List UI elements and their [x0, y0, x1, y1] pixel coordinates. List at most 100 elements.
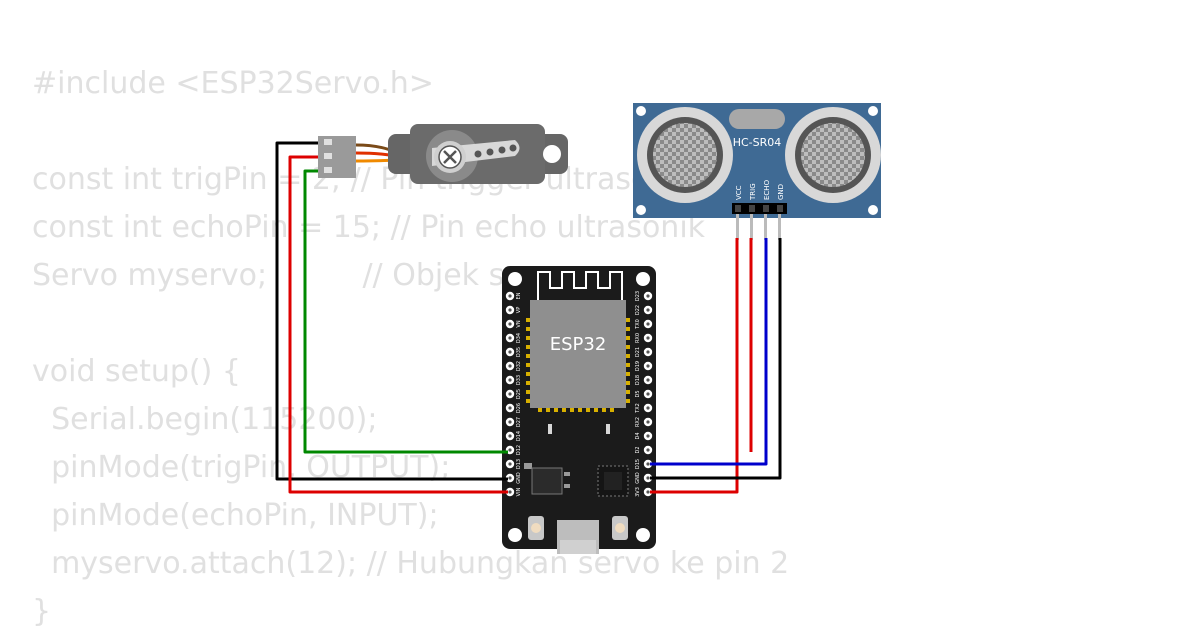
crystal-oscillator: [729, 109, 785, 129]
module-pad: [526, 336, 530, 340]
pin-hole: [646, 322, 650, 326]
module-pad: [526, 381, 530, 385]
smd-component: [606, 424, 610, 434]
esp32-pin-label: VN: [516, 320, 522, 327]
wire-sensor-vcc[interactable]: [650, 238, 739, 494]
sensor-pin[interactable]: [736, 214, 739, 240]
module-pad: [626, 399, 630, 403]
esp32-pin-label: D25: [516, 389, 522, 399]
sensor-pin[interactable]: [778, 214, 781, 240]
module-pad: [570, 408, 574, 412]
pin-hole: [646, 448, 650, 452]
esp32-pin-label: D13: [516, 459, 522, 469]
module-pad: [526, 354, 530, 358]
pin-hole: [646, 364, 650, 368]
pin-label: ECHO: [763, 179, 771, 200]
esp32-pin-label: D12: [516, 445, 522, 455]
wire-servo-vin[interactable]: [288, 155, 508, 494]
module-pad: [526, 399, 530, 403]
pin-hole: [646, 308, 650, 312]
pin-hole: [508, 294, 512, 298]
module-pad: [526, 345, 530, 349]
sensor-label: HC-SR04: [733, 136, 782, 149]
pin-hole: [646, 336, 650, 340]
pin-hole: [646, 378, 650, 382]
esp32-pin-label: TX0: [635, 319, 641, 330]
module-pad: [626, 363, 630, 367]
pin-hole: [508, 336, 512, 340]
wire-sensor-echo[interactable]: [650, 238, 768, 466]
pin-hole: [508, 476, 512, 480]
esp32-pin-label: D35: [516, 347, 522, 357]
pin-hole: [646, 434, 650, 438]
esp32-pin-label: EN: [516, 292, 522, 299]
esp32-pin-label: VIN: [516, 487, 522, 496]
esp32-board[interactable]: ESP32 ENVPVND34D35D32D33D25D26D27D14D12D…: [502, 266, 656, 554]
esp32-pin-label: RX2: [635, 417, 641, 427]
module-pad: [626, 327, 630, 331]
esp32-pin-label: D2: [635, 446, 641, 453]
module-pad: [626, 390, 630, 394]
esp32-pin-label: D22: [635, 305, 641, 315]
code-line: void setup() {: [32, 354, 241, 389]
code-line: myservo.attach(12); // Hubungkan servo k…: [32, 546, 790, 581]
antenna-trace: [537, 271, 623, 300]
pin-hole: [646, 490, 650, 494]
sensor-pin[interactable]: [764, 214, 767, 240]
module-pad: [610, 408, 614, 412]
pin-hole: [646, 294, 650, 298]
code-line: Servo myservo; // Objek servo: [32, 258, 572, 293]
servo-connector[interactable]: [318, 136, 356, 178]
pin-hole: [646, 420, 650, 424]
esp32-pin-label: D15: [635, 459, 641, 469]
module-pad: [626, 318, 630, 322]
mount-hole: [508, 272, 522, 286]
esp32-pin-label: D19: [635, 361, 641, 371]
esp32-pin-label: GND: [635, 472, 641, 484]
pin-hole: [508, 308, 512, 312]
module-pad: [626, 381, 630, 385]
esp32-pin-label: D18: [635, 375, 641, 385]
pin-label: VCC: [735, 185, 743, 200]
esp32-pin-label: RX0: [635, 333, 641, 343]
pin-hole: [508, 406, 512, 410]
pin-hole: [508, 420, 512, 424]
esp32-pin-label: GND: [516, 472, 522, 484]
module-pad: [562, 408, 566, 412]
esp32-pin-label: D32: [516, 361, 522, 371]
module-pad: [546, 408, 550, 412]
module-pad: [578, 408, 582, 412]
mount-hole: [636, 528, 650, 542]
sensor-header: [732, 203, 787, 214]
servo-motor[interactable]: [318, 124, 568, 184]
esp32-pin-label: D26: [516, 403, 522, 413]
chip-label: ESP32: [550, 334, 607, 355]
esp32-pin-label: D14: [516, 431, 522, 441]
ultrasonic-sensor[interactable]: HC-SR04 VCC TRIG ECHO GND: [633, 103, 881, 240]
pin-hole: [508, 364, 512, 368]
esp32-pin-label: D33: [516, 375, 522, 385]
smd-component: [548, 424, 552, 434]
esp32-pin-label: D21: [635, 347, 641, 357]
module-pad: [526, 363, 530, 367]
pin-hole: [508, 462, 512, 466]
pin-label: GND: [777, 184, 785, 200]
usb-uart-chip: [597, 465, 629, 497]
esp32-pin-label: D4: [635, 432, 641, 439]
sensor-pin[interactable]: [750, 214, 753, 240]
module-pads: [526, 318, 630, 434]
voltage-regulator: [531, 467, 563, 495]
mount-hole: [508, 528, 522, 542]
wire-sensor-gnd[interactable]: [650, 238, 782, 480]
esp32-pin-label: D34: [516, 333, 522, 343]
esp32-pin-label: TX2: [635, 403, 641, 414]
pin-hole: [508, 392, 512, 396]
code-line: #include <ESP32Servo.h>: [32, 66, 434, 101]
wire-servo-signal[interactable]: [303, 169, 508, 454]
wire-servo-gnd[interactable]: [275, 141, 508, 481]
esp32-pin-label: D23: [635, 291, 641, 301]
esp32-pin-label: VP: [516, 307, 522, 313]
pin-hole: [508, 378, 512, 382]
pin-hole: [646, 392, 650, 396]
